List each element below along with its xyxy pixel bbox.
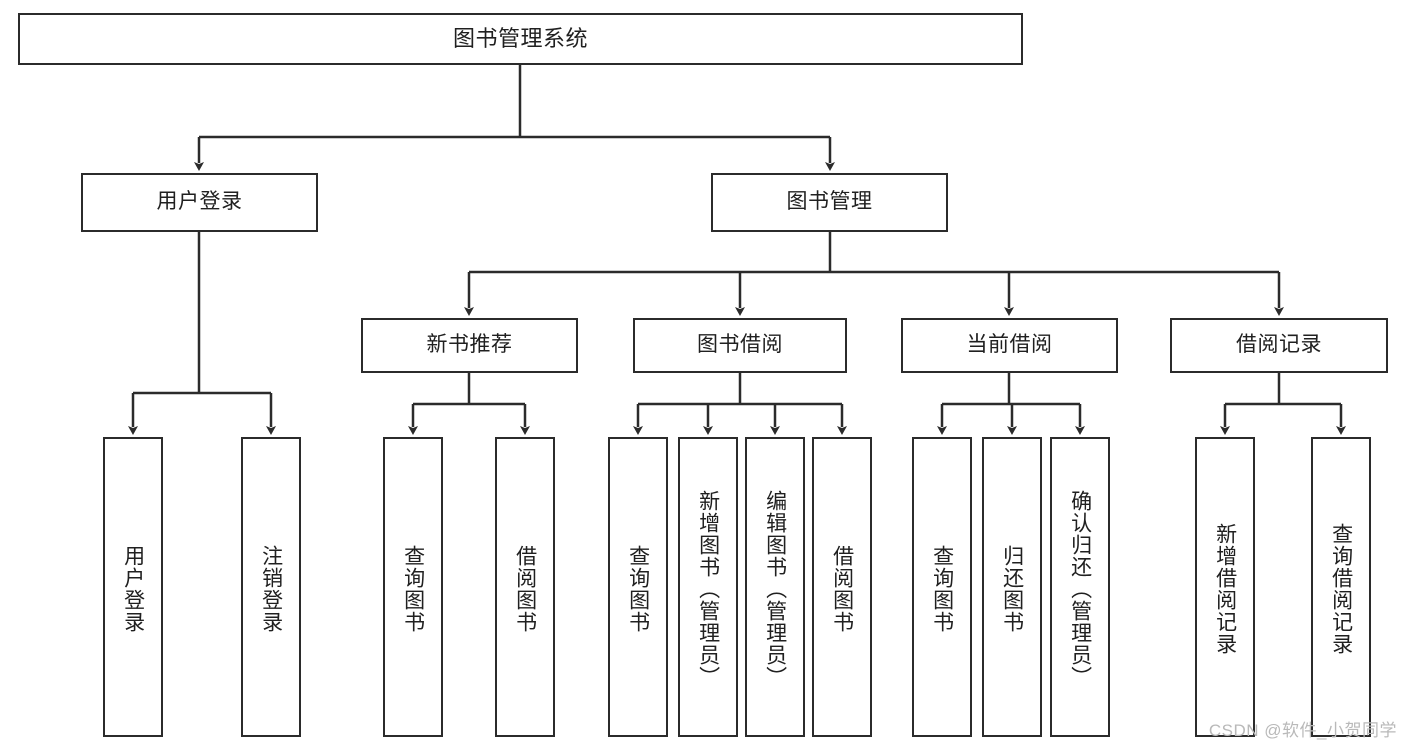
leaf-borrow-books-newbook[interactable]: 借阅图书 xyxy=(495,437,555,737)
node-user-login[interactable]: 用户登录 xyxy=(81,173,318,232)
node-label: 查询图书 xyxy=(626,545,650,633)
node-book-borrowing[interactable]: 图书借阅 xyxy=(633,318,847,373)
node-label: 注销登录 xyxy=(259,545,283,633)
node-label: 图书管理系统 xyxy=(452,26,588,52)
leaf-add-borrow-record[interactable]: 新增借阅记录 xyxy=(1195,437,1255,737)
leaf-user-login[interactable]: 用户登录 xyxy=(103,437,163,737)
node-label: 图书借阅 xyxy=(697,333,783,357)
watermark-text: CSDN @软件_小贺同学 xyxy=(1208,721,1397,740)
leaf-query-books-borrow[interactable]: 查询图书 xyxy=(608,437,668,737)
node-label: 编辑图书（管理员） xyxy=(763,490,787,688)
node-label: 当前借阅 xyxy=(966,333,1053,357)
leaf-add-book-admin[interactable]: 新增图书（管理员） xyxy=(678,437,738,737)
node-label: 借阅图书 xyxy=(830,545,854,633)
node-label: 借阅图书 xyxy=(513,545,537,633)
node-label: 新增借阅记录 xyxy=(1213,523,1237,655)
node-new-book-recommendation[interactable]: 新书推荐 xyxy=(361,318,578,373)
node-label: 借阅记录 xyxy=(1236,333,1322,357)
node-label: 新增图书（管理员） xyxy=(696,490,720,688)
node-label: 用户登录 xyxy=(156,190,243,214)
node-label: 新书推荐 xyxy=(426,333,513,357)
node-current-borrowing[interactable]: 当前借阅 xyxy=(901,318,1118,373)
node-book-management[interactable]: 图书管理 xyxy=(711,173,948,232)
leaf-query-books-current[interactable]: 查询图书 xyxy=(912,437,972,737)
node-label: 用户登录 xyxy=(121,545,145,633)
node-label: 查询图书 xyxy=(401,545,425,633)
node-label: 归还图书 xyxy=(1000,545,1024,633)
leaf-return-books[interactable]: 归还图书 xyxy=(982,437,1042,737)
node-label: 确认归还（管理员） xyxy=(1068,490,1092,688)
node-borrowing-records[interactable]: 借阅记录 xyxy=(1170,318,1388,373)
node-label: 图书管理 xyxy=(786,190,873,214)
leaf-logout[interactable]: 注销登录 xyxy=(241,437,301,737)
leaf-query-borrow-record[interactable]: 查询借阅记录 xyxy=(1311,437,1371,737)
node-label: 查询借阅记录 xyxy=(1329,523,1353,655)
leaf-confirm-return-admin[interactable]: 确认归还（管理员） xyxy=(1050,437,1110,737)
leaf-query-books-newbook[interactable]: 查询图书 xyxy=(383,437,443,737)
leaf-edit-book-admin[interactable]: 编辑图书（管理员） xyxy=(745,437,805,737)
leaf-borrow-books-borrow[interactable]: 借阅图书 xyxy=(812,437,872,737)
node-label: 查询图书 xyxy=(930,545,954,633)
node-root-book-management-system[interactable]: 图书管理系统 xyxy=(18,13,1023,65)
